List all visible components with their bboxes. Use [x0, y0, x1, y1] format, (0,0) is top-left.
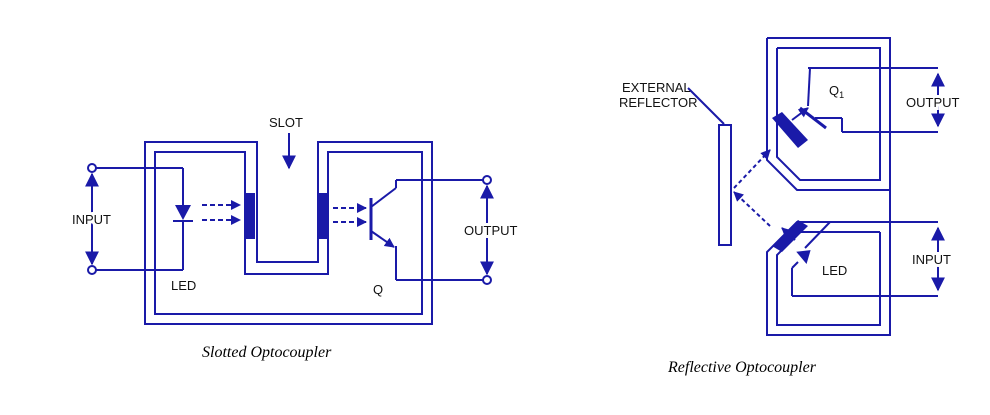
reflective-optocoupler: [687, 37, 945, 336]
input-terminal-top: [87, 163, 97, 173]
slotted-optocoupler: [85, 133, 494, 325]
reflector-label-line2: REFLECTOR: [619, 95, 698, 110]
slotted-led-label: LED: [171, 278, 196, 293]
reflective-led-icon: [781, 221, 938, 297]
slot-label: SLOT: [269, 115, 303, 130]
reflector-pointer-line: [687, 87, 725, 125]
reflective-housing-inner: [776, 47, 881, 326]
reflector-label-line1: EXTERNAL: [622, 80, 691, 95]
incident-ray-down: [733, 191, 771, 227]
slotted-input-label: INPUT: [72, 212, 111, 227]
output-terminal-top: [482, 175, 492, 185]
reflected-ray-up: [733, 149, 771, 189]
reflective-q-label: Q1: [829, 83, 844, 100]
input-terminal-bottom: [87, 265, 97, 275]
phototransistor-icon: [369, 179, 484, 281]
slotted-housing-inner: [154, 151, 423, 315]
led-diode-icon: [175, 205, 191, 220]
slotted-q-label: Q: [373, 282, 383, 297]
slotted-housing-outer: [144, 141, 433, 325]
external-reflector: [718, 124, 732, 246]
reflective-input-label: INPUT: [912, 252, 951, 267]
slot-wall-left: [245, 193, 255, 239]
slot-wall-right: [318, 193, 328, 239]
reflective-caption: Reflective Optocoupler: [667, 359, 817, 376]
reflective-phototransistor-icon: [791, 67, 938, 133]
slotted-caption: Slotted Optocoupler: [202, 344, 332, 361]
reflective-output-label: OUTPUT: [906, 95, 960, 110]
output-terminal-bottom: [482, 275, 492, 285]
slotted-output-label: OUTPUT: [464, 223, 518, 238]
detector-window: [772, 112, 808, 148]
reflective-led-label: LED: [822, 263, 847, 278]
